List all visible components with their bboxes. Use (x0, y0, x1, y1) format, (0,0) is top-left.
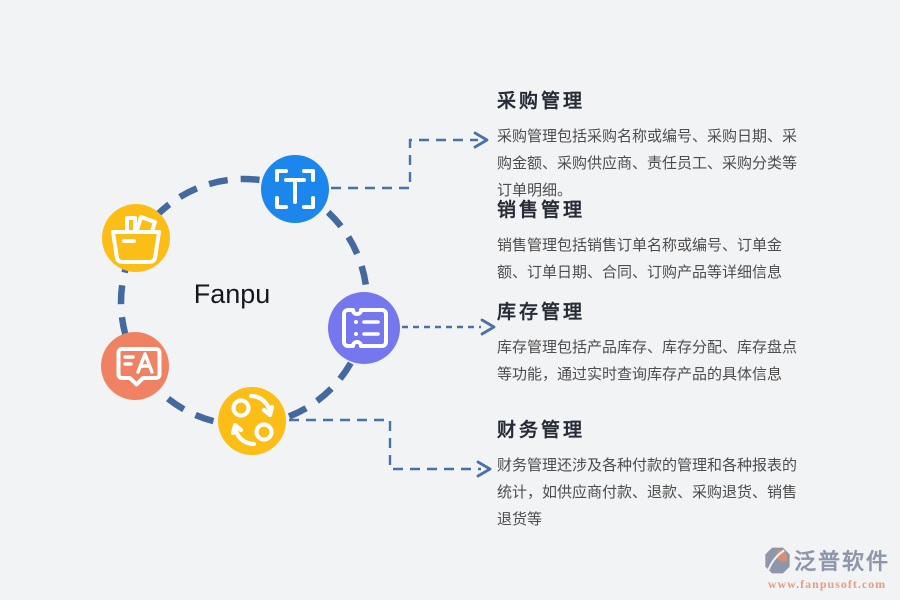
arrowhead-icon (480, 318, 496, 336)
section-finance: 财务管理 财务管理还涉及各种付款的管理和各种报表的统计，如供应商付款、退款、采购… (497, 420, 803, 533)
section-body-procurement: 采购管理包括采购名称或编号、采购日期、采购金额、采购供应商、责任员工、采购分类等… (497, 128, 798, 199)
section-body-sales: 销售管理包括销售订单名称或编号、订单金额、订单日期、合同、订购产品等详细信息 (497, 237, 783, 281)
sync-exchange-icon (218, 387, 286, 455)
section-inventory: 库存管理 库存管理包括产品库存、库存分配、库存盘点等功能，通过实时查询库存产品的… (497, 302, 803, 388)
brand-url: www.fanpusoft.com (767, 577, 887, 591)
connector-procurement (331, 131, 489, 190)
section-body-finance: 财务管理还涉及各种付款的管理和各种报表的统计，如供应商付款、退款、采购退货、销售… (497, 457, 798, 528)
section-title-finance: 财务管理 (497, 420, 586, 441)
watermark-logo: 泛普软件 www.fanpusoft.com (764, 544, 890, 592)
section-procurement: 采购管理 采购管理包括采购名称或编号、采购日期、采购金额、采购供应商、责任员工、… (497, 91, 803, 204)
section-title-procurement: 采购管理 (497, 91, 586, 112)
brand-name: 泛普软件 (793, 549, 890, 574)
shopping-basket-icon (102, 204, 170, 272)
arrowhead-icon (476, 460, 492, 478)
section-sales: 销售管理 销售管理包括销售订单名称或编号、订单金额、订单日期、合同、订购产品等详… (497, 200, 803, 286)
fanpu-logo-icon (765, 547, 790, 573)
section-title-inventory: 库存管理 (497, 302, 586, 323)
scan-text-icon (261, 155, 329, 223)
diagram-center-label: Fanpu (193, 279, 271, 309)
ticket-icon (328, 292, 400, 364)
section-title-sales: 销售管理 (497, 200, 586, 221)
connector-inventory (402, 318, 496, 336)
connector-finance (289, 418, 492, 478)
chat-translate-icon (101, 332, 169, 400)
arrowhead-icon (473, 131, 489, 149)
section-body-inventory: 库存管理包括产品库存、库存分配、库存盘点等功能，通过实时查询库存产品的具体信息 (497, 339, 798, 383)
